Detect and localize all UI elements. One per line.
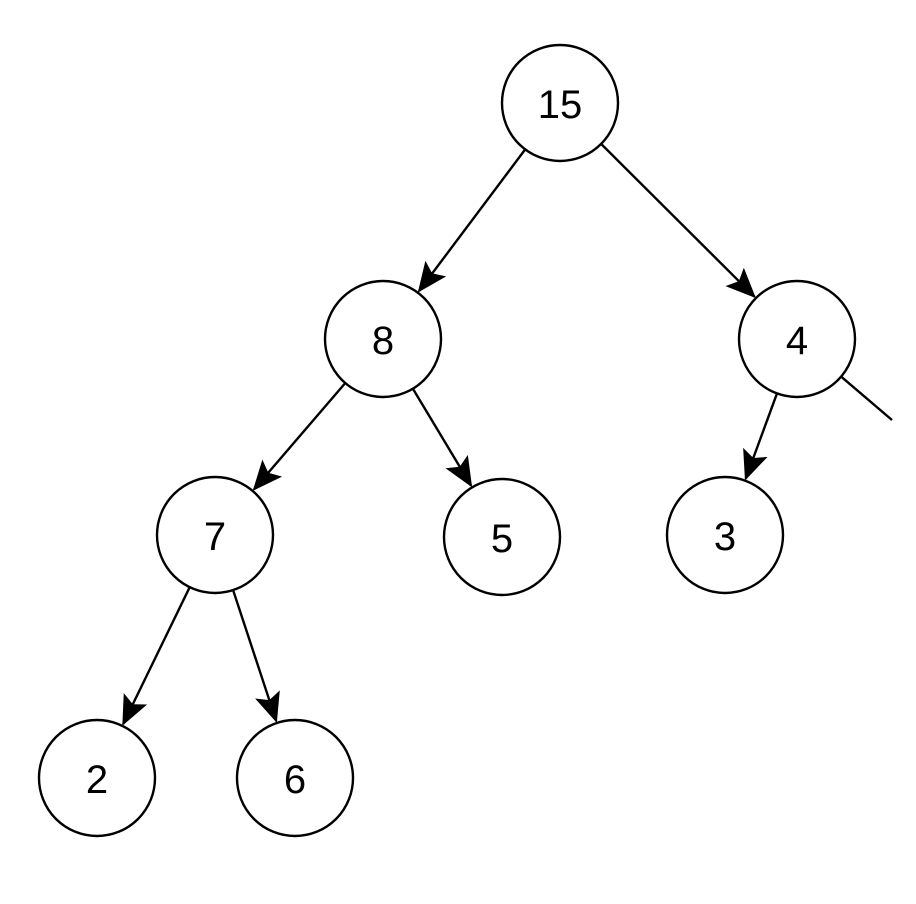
tree-node-15: 15 (500, 43, 620, 163)
node-label: 8 (372, 319, 394, 363)
tree-node-2: 2 (37, 718, 157, 838)
node-circle (155, 475, 275, 595)
edge-15-to-4 (600, 143, 756, 299)
nodes-layer: 15 8 4 7 5 3 2 6 (37, 43, 857, 838)
edge-7-to-2 (122, 586, 191, 726)
node-circle (235, 718, 355, 838)
edge-15-to-8 (417, 148, 527, 293)
edge-4-to-offscreen (840, 375, 893, 421)
edge-8-to-7 (252, 382, 347, 491)
node-label: 4 (786, 319, 808, 363)
node-circle (442, 477, 562, 597)
edge-7-to-6 (231, 589, 280, 723)
node-label: 15 (538, 83, 583, 127)
tree-node-4: 4 (737, 279, 857, 399)
edges-layer (122, 143, 893, 726)
node-circle (500, 43, 620, 163)
edge-8-to-5 (411, 388, 473, 488)
node-label: 3 (714, 515, 736, 559)
node-label: 6 (284, 758, 306, 802)
edge-4-to-3 (743, 392, 779, 481)
node-label: 2 (86, 758, 108, 802)
tree-node-5: 5 (442, 477, 562, 597)
tree-node-6: 6 (235, 718, 355, 838)
node-label: 5 (491, 517, 513, 561)
node-label: 7 (204, 515, 226, 559)
node-circle (737, 279, 857, 399)
tree-node-7: 7 (155, 475, 275, 595)
node-circle (323, 279, 443, 399)
node-circle (37, 718, 157, 838)
tree-node-3: 3 (665, 475, 785, 595)
node-circle (665, 475, 785, 595)
tree-node-8: 8 (323, 279, 443, 399)
